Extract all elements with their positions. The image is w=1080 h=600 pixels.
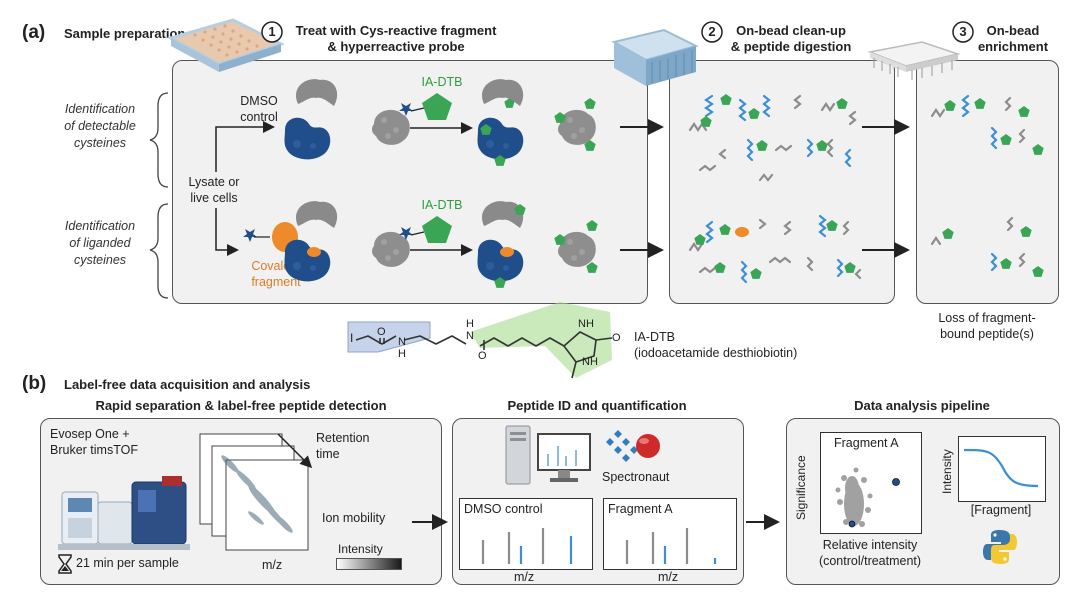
section-a-title: Sample preparation xyxy=(64,26,186,41)
panel3-title: Data analysis pipeline xyxy=(854,398,990,413)
section-b-title: Label-free data acquisition and analysis xyxy=(64,377,311,392)
spectrum-fragment-bars xyxy=(625,528,717,564)
mass-spectrometer-icon xyxy=(58,476,190,550)
intensity-colorbar xyxy=(336,558,402,570)
step2-number: 2 xyxy=(708,24,716,39)
atom-hydrogen-1: H xyxy=(398,348,406,360)
volcano-plot-points xyxy=(835,467,900,528)
step1-title: Treat with Cys-reactive fragment & hyper… xyxy=(295,23,497,54)
step2-number-circle xyxy=(701,21,723,43)
step3-title: On-bead enrichment xyxy=(977,23,1049,54)
step3-number-circle xyxy=(952,21,974,43)
software-name: Spectronaut xyxy=(602,470,670,484)
atom-nitrogen-1: N xyxy=(398,336,406,348)
hourglass-icon xyxy=(58,554,72,574)
ion-mobility-frames xyxy=(199,433,309,551)
atom-nh-2: NH xyxy=(582,356,598,368)
spectrum-fragment-xlabel: m/z xyxy=(658,570,679,584)
spectrum-fragment-title: Fragment A xyxy=(608,502,673,516)
spectrum-dmso-xlabel: m/z xyxy=(514,570,535,584)
volcano-ylabel: Significance xyxy=(794,455,808,520)
dmso-label: DMSO control xyxy=(240,94,278,124)
volcano-title: Fragment A xyxy=(834,436,899,450)
computer-icon xyxy=(505,425,591,485)
dose-curve-frame xyxy=(958,436,1046,502)
instrument-label: Evosep One + Bruker timsTOF xyxy=(50,427,138,457)
atom-hydrogen-2: H xyxy=(466,318,474,330)
retention-time-label: Retention time xyxy=(316,431,370,461)
time-per-sample: 21 min per sample xyxy=(76,556,179,570)
mz-label: m/z xyxy=(262,558,283,572)
panel2-title: Peptide ID and quantification xyxy=(507,398,687,413)
volcano-xlabel: Relative intensity (control/treatment) xyxy=(818,538,922,568)
atom-oxygen-1: O xyxy=(377,326,386,338)
atom-nh-1: NH xyxy=(578,318,594,330)
side-label-detectable: Identification of detectable cysteines xyxy=(64,102,136,150)
side-label-liganded: Identification of liganded cysteines xyxy=(64,219,136,267)
molecule-name: IA-DTB (iodoacetamide desthiobiotin) xyxy=(634,330,798,360)
deepwell-plate-icon xyxy=(611,28,699,86)
section-b-label: (b) xyxy=(22,373,47,394)
dose-response-curve xyxy=(963,448,1039,488)
panel1-title: Rapid separation & label-free peptide de… xyxy=(95,398,387,413)
python-logo-icon xyxy=(983,530,1017,564)
loss-label: Loss of fragment- bound peptide(s) xyxy=(938,311,1036,341)
filter-plate-icon xyxy=(867,41,961,80)
atom-oxygen-2: O xyxy=(478,350,487,362)
microplate-icon xyxy=(167,18,285,72)
probe-label-top: IA-DTB xyxy=(421,75,463,89)
atom-nitrogen-2: N xyxy=(466,330,474,342)
atom-iodine: I xyxy=(350,331,354,345)
step3-panel xyxy=(916,60,1059,304)
section-a-label: (a) xyxy=(22,22,46,43)
spectronaut-logo-icon xyxy=(606,430,660,462)
lysate-label: Lysate or live cells xyxy=(188,175,240,205)
volcano-plot-frame xyxy=(820,432,922,534)
step2-title: On-bead clean-up & peptide digestion xyxy=(730,23,852,54)
spectrum-dmso-bars xyxy=(481,528,573,564)
atom-oxygen-3: O xyxy=(612,332,621,344)
step2-panel xyxy=(669,60,895,304)
step1-number: 1 xyxy=(268,24,276,39)
spectrum-dmso-title: DMSO control xyxy=(464,502,543,516)
curve-ylabel: Intensity xyxy=(940,449,954,494)
covalent-fragment-label: Covalent fragment xyxy=(251,259,301,289)
ion-mobility-label: Ion mobility xyxy=(322,511,386,525)
curve-xlabel: [Fragment] xyxy=(970,503,1032,517)
step1-number-circle xyxy=(261,21,283,43)
probe-label-bottom: IA-DTB xyxy=(421,198,463,212)
intensity-label: Intensity xyxy=(338,542,383,556)
step3-number: 3 xyxy=(959,24,967,39)
